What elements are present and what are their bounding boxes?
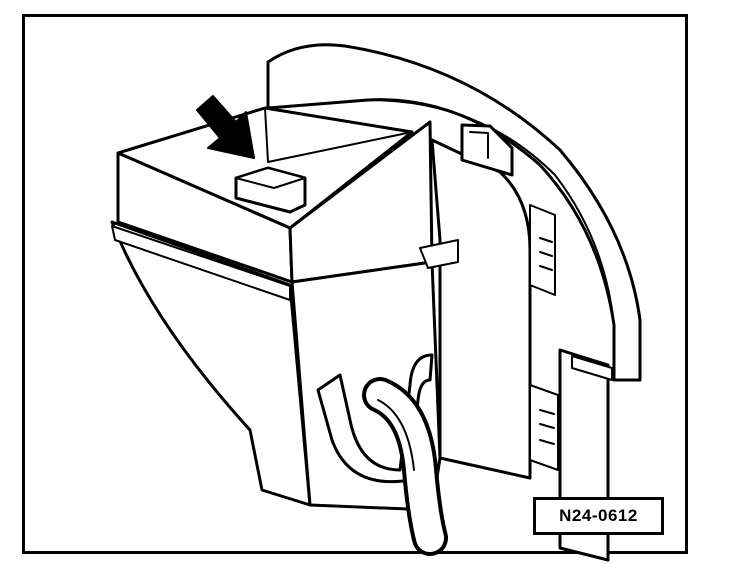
wiring-cable <box>362 377 448 556</box>
top-tab-inner <box>469 131 489 159</box>
lower-connector <box>529 384 559 471</box>
side-rail <box>111 225 291 301</box>
upper-connector <box>529 204 556 296</box>
box-inner-edge <box>264 107 413 163</box>
relay-top <box>235 167 306 189</box>
back-plate <box>430 138 532 480</box>
pointer-arrow-icon <box>196 95 255 159</box>
side-latch <box>419 239 459 269</box>
lower-connector-pins <box>539 409 555 445</box>
lower-body <box>110 220 312 507</box>
reference-code-label: N24-0612 <box>533 497 664 535</box>
cover-inner-edge <box>367 99 615 326</box>
upper-connector-pins <box>539 237 553 271</box>
side-slot-top <box>571 355 613 381</box>
